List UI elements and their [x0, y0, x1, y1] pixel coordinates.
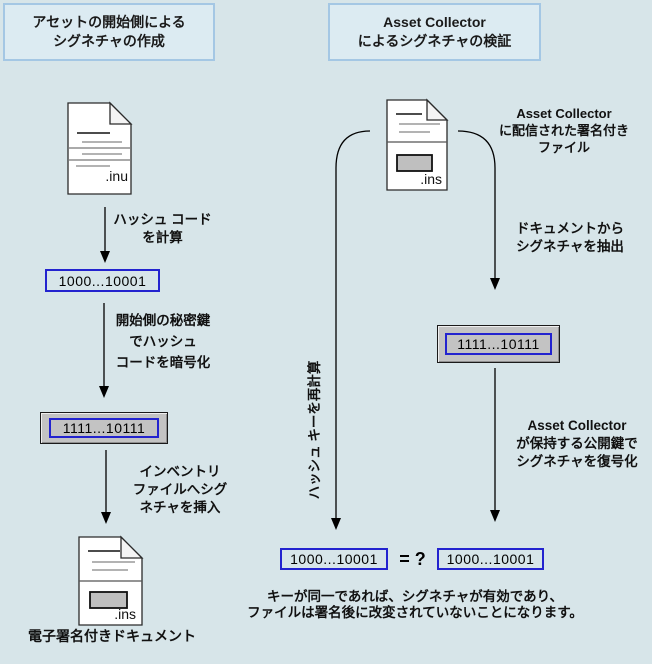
document-inu-icon — [67, 101, 133, 195]
document-ins-signed-icon — [386, 98, 449, 191]
recomputed-hash-box: 1000...10001 — [280, 548, 388, 570]
signed-document-caption: 電子署名付きドキュメント — [28, 628, 196, 644]
left-flow-title: アセットの開始側による シグネチャの作成 — [3, 3, 215, 61]
verification-note: キーが同一であれば、シグネチャが有効であり、 ファイルは署名後に改変されていない… — [247, 589, 583, 620]
signature-box-right: 1111...10111 — [437, 325, 560, 363]
decrypted-hash-value: 1000...10001 — [446, 551, 535, 567]
insert-signature-label: インベントリ ファイルへシグ ネチャを挿入 — [132, 464, 228, 515]
doc-inu-extension: .inu — [105, 168, 128, 184]
arrow-heads — [99, 251, 500, 530]
flow-arrows — [103, 130, 496, 518]
equals-question: = ? — [399, 548, 426, 569]
hash-code-box: 1000...10001 — [45, 269, 160, 292]
hash-calc-label: ハッシュ コード を計算 — [113, 212, 212, 245]
encrypt-label: 開始側の秘密鍵 でハッシュ コードを暗号化 — [115, 313, 211, 370]
decrypt-signature-label: Asset Collector が保持する公開鍵で シグネチャを復号化 — [516, 418, 638, 469]
document-ins-result-icon — [78, 535, 144, 626]
signature-value-left: 1111...10111 — [49, 418, 159, 438]
recomputed-hash-value: 1000...10001 — [290, 551, 378, 567]
doc-ins-bottom-extension: .ins — [114, 606, 136, 622]
recalc-hash-label: ハッシュ キーを再計算 — [307, 360, 322, 500]
delivered-file-label: Asset Collector に配信された署名付き ファイル — [498, 106, 629, 155]
signature-box-left: 1111...10111 — [40, 412, 168, 444]
decrypted-hash-box: 1000...10001 — [437, 548, 544, 570]
signature-value-right: 1111...10111 — [445, 333, 552, 355]
doc-ins-top-extension: .ins — [420, 171, 442, 187]
hash-code-value: 1000...10001 — [58, 272, 147, 289]
right-flow-title: Asset Collector によるシグネチャの検証 — [328, 3, 541, 61]
extract-signature-label: ドキュメントから シグネチャを抽出 — [516, 221, 624, 254]
